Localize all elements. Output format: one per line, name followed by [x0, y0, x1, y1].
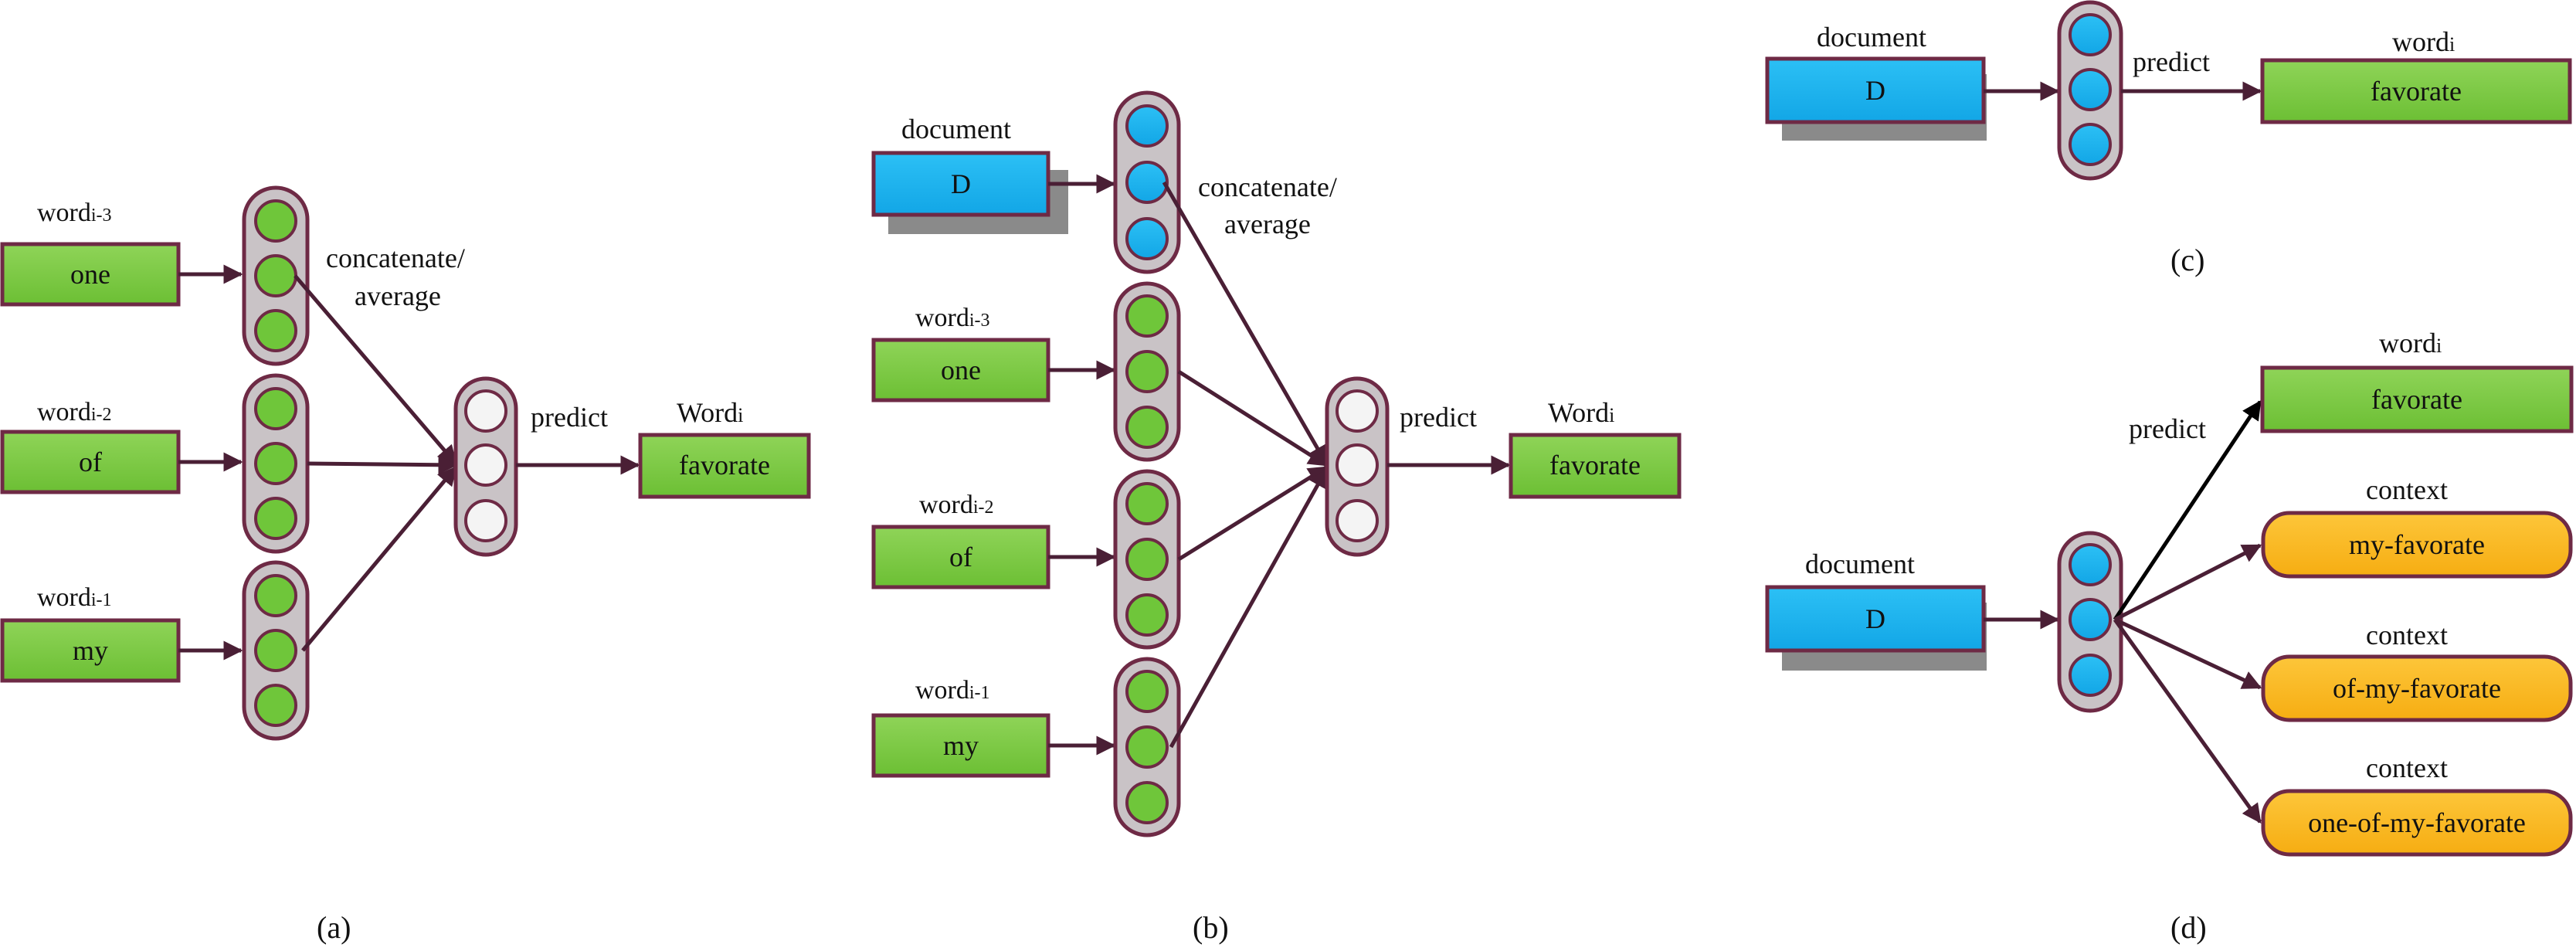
caption: (d)	[2170, 910, 2207, 945]
panel-c: document D predict wordi favorate (c)	[1765, 0, 2572, 277]
word-value: of	[949, 542, 972, 572]
output-word: Wordi favorate	[1509, 397, 1682, 499]
arrow	[2113, 399, 2262, 621]
arrow	[1177, 465, 1329, 562]
word-label: wordi-1	[915, 676, 990, 705]
arrow	[2113, 618, 2262, 824]
context-item: context one-of-my-favorate	[2261, 752, 2573, 857]
arrow	[1162, 181, 1329, 466]
document-label: document	[1805, 549, 1915, 579]
context-label: context	[2366, 752, 2448, 783]
output-label: Wordi	[1548, 397, 1614, 428]
arrow	[294, 274, 457, 465]
output-word: wordi favorate	[2260, 328, 2574, 433]
predict-label: predict	[2133, 46, 2210, 77]
caption: (a)	[317, 910, 351, 945]
combine-label: average	[355, 280, 441, 311]
output-word: Wordi favorate	[638, 397, 811, 499]
combine-label: concatenate/	[326, 243, 465, 273]
document-label: document	[901, 114, 1011, 144]
word-value: one	[70, 259, 110, 290]
hidden-vector	[1325, 376, 1390, 557]
input-word-i-3: wordi-3 one	[871, 304, 1050, 402]
document-vector	[1113, 90, 1181, 274]
arrow	[2113, 543, 2262, 622]
word-value: my	[73, 635, 108, 666]
document-label: document	[1817, 22, 1926, 53]
embedding-vector	[242, 560, 310, 741]
output-label: Wordi	[677, 397, 743, 428]
predict-label: predict	[531, 402, 608, 433]
output-value: favorate	[2371, 384, 2462, 415]
output-label: wordi	[2379, 328, 2442, 358]
arrow	[2113, 617, 2262, 690]
hidden-vector	[453, 376, 518, 557]
output-value: favorate	[2371, 76, 2462, 107]
document-input: document D	[1765, 22, 1987, 141]
context-item: context my-favorate	[2261, 474, 2573, 579]
word-label: wordi-2	[919, 491, 994, 519]
document-vector	[2057, 531, 2123, 713]
context-value: my-favorate	[2349, 529, 2485, 560]
word-label: wordi-3	[915, 304, 990, 332]
embedding-vector	[1113, 469, 1181, 650]
context-value: one-of-my-favorate	[2308, 807, 2526, 838]
document-vector	[2057, 0, 2123, 181]
caption: (b)	[1193, 910, 1229, 945]
input-word-i-1: wordi-1 my	[871, 676, 1050, 778]
word-label: wordi-1	[37, 583, 112, 612]
document-input: document D	[1765, 549, 1987, 671]
document-input: document D	[871, 114, 1068, 234]
output-word: wordi favorate	[2260, 26, 2572, 124]
input-word-i-2: wordi-2 of	[871, 491, 1050, 589]
arrow	[1169, 467, 1329, 749]
panel-d: document D predict wordi favorate contex…	[1765, 328, 2574, 945]
input-word-i-3: wordi-3 one	[0, 199, 181, 307]
word-label: wordi-3	[37, 199, 112, 227]
arrow	[1177, 369, 1329, 467]
context-item: context of-my-favorate	[2261, 620, 2573, 722]
context-label: context	[2366, 474, 2448, 505]
arrow	[301, 466, 457, 652]
word-label: wordi-2	[37, 398, 112, 426]
word-value: of	[79, 447, 102, 477]
embedding-vector	[242, 185, 310, 366]
arrow	[307, 455, 458, 475]
output-value: favorate	[679, 450, 770, 481]
word-value: my	[943, 730, 979, 761]
predict-label: predict	[1400, 402, 1477, 433]
predict-label: predict	[2129, 413, 2206, 444]
embedding-vector	[1113, 281, 1181, 462]
word-value: one	[941, 355, 981, 385]
embedding-vector	[1113, 657, 1181, 837]
document-value: D	[1865, 603, 1885, 634]
panel-b: document D wordi-3 one wordi-2 of wordi-…	[871, 90, 1682, 945]
document-value: D	[1865, 75, 1885, 106]
output-label: wordi	[2392, 26, 2455, 57]
caption: (c)	[2170, 243, 2204, 277]
output-value: favorate	[1549, 450, 1641, 481]
panel-a: wordi-3 one wordi-2 of wordi-1 my	[0, 185, 811, 945]
document-value: D	[951, 168, 971, 199]
context-value: of-my-favorate	[2333, 673, 2501, 704]
input-word-i-1: wordi-1 my	[0, 583, 181, 683]
combine-label: concatenate/	[1198, 172, 1337, 202]
embedding-vector	[242, 373, 310, 554]
context-label: context	[2366, 620, 2448, 650]
combine-label: average	[1224, 209, 1311, 239]
input-word-i-2: wordi-2 of	[0, 398, 181, 494]
